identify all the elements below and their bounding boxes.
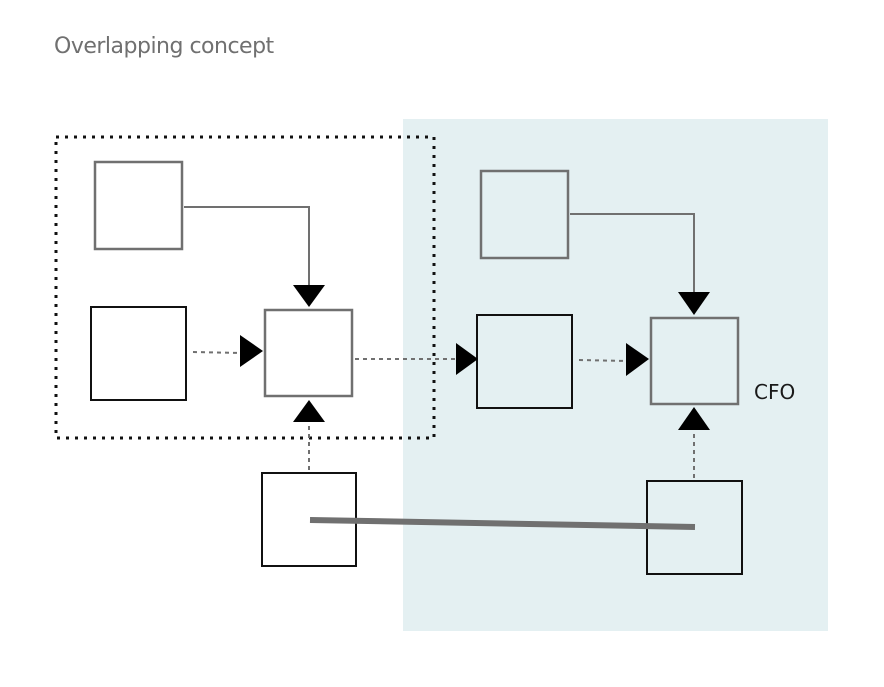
arrowhead-down-icon xyxy=(293,285,325,307)
arrowhead-right-icon xyxy=(626,343,649,376)
node-right-center[interactable] xyxy=(649,316,740,406)
node-left-center[interactable] xyxy=(263,308,354,398)
node-right-top[interactable] xyxy=(479,169,570,260)
edge-left-mid-to-center xyxy=(192,351,241,354)
node-right-mid[interactable] xyxy=(476,314,573,409)
edge-left-top-to-center xyxy=(184,206,310,286)
node-left-top[interactable] xyxy=(93,160,184,251)
edge-right-top-to-center xyxy=(570,213,695,293)
shaded-region xyxy=(403,119,828,631)
arrowhead-right-icon xyxy=(456,343,478,375)
diagram-title: Overlapping concept xyxy=(54,34,274,59)
arrowhead-right-icon xyxy=(240,335,263,367)
edge-thick-link xyxy=(309,517,696,530)
arrowhead-down-icon xyxy=(678,292,710,315)
node-label-cfo: CFO xyxy=(754,380,795,404)
node-left-mid[interactable] xyxy=(90,306,187,401)
arrowhead-up-icon xyxy=(293,400,325,422)
dotted-boundary xyxy=(54,135,436,440)
arrowhead-up-icon xyxy=(678,407,710,430)
